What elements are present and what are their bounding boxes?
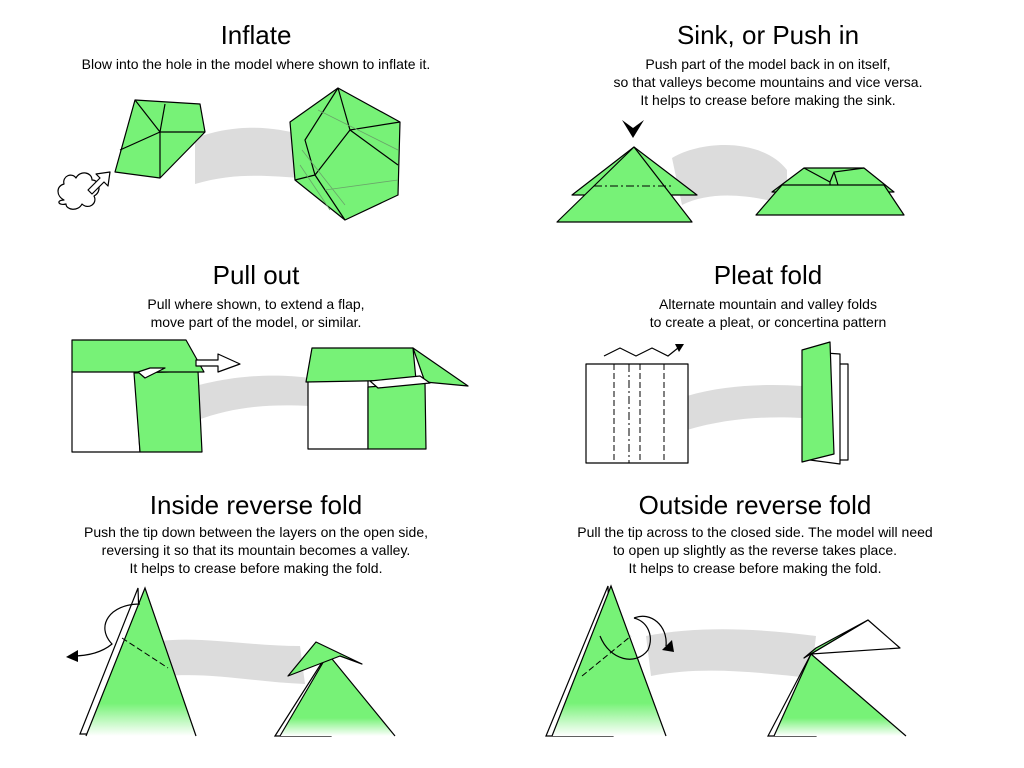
push-arrowhead-icon xyxy=(622,120,644,138)
after-fold-model xyxy=(273,641,396,737)
panel-sink: Sink, or Push in Push part of the model … xyxy=(512,0,1024,256)
before-fold-model xyxy=(79,586,197,737)
pleat-fold-illustration xyxy=(585,341,849,465)
after-sink-model xyxy=(755,167,905,216)
panel-title: Sink, or Push in xyxy=(676,20,860,50)
description-line: Push the tip down between the layers on … xyxy=(83,524,428,540)
description-line: It helps to crease before making the fol… xyxy=(129,560,383,576)
description-line: Pull where shown, to extend a flap, xyxy=(147,296,365,312)
inflated-model xyxy=(289,87,401,221)
description-line: It helps to crease before making the sin… xyxy=(640,92,896,108)
transition-band xyxy=(646,629,816,678)
before-sink-model xyxy=(556,146,698,223)
description-line: Push part of the model back in on itself… xyxy=(645,56,891,72)
transition-band xyxy=(195,127,300,184)
outside-reverse-fold-illustration xyxy=(545,584,907,737)
blow-arrow-icon xyxy=(87,171,111,195)
before-pull-model xyxy=(71,339,205,453)
description-line: Pull the tip across to the closed side. … xyxy=(577,524,933,540)
panel-inflate: Inflate Blow into the hole in the model … xyxy=(0,0,512,256)
transition-band xyxy=(672,145,787,205)
description-line: so that valleys become mountains and vic… xyxy=(613,74,923,90)
panel-title: Pull out xyxy=(212,260,300,290)
pleated-paper xyxy=(801,341,849,465)
description-line: It helps to crease before making the fol… xyxy=(628,560,882,576)
sink-illustration xyxy=(556,120,905,223)
description-line: Blow into the hole in the model where sh… xyxy=(81,56,431,72)
inside-reverse-fold-illustration xyxy=(66,586,396,737)
panel-title: Inflate xyxy=(220,20,292,50)
panel-description: Pull where shown, to extend a flap, move… xyxy=(0,295,512,331)
curved-arrow-icon xyxy=(66,603,141,662)
flat-model xyxy=(114,99,206,179)
curved-arrow-icon xyxy=(599,615,674,660)
pull-out-illustration xyxy=(71,339,469,453)
panel-title: Pleat fold xyxy=(713,260,823,290)
transition-band xyxy=(687,385,802,430)
panel-outside-reverse-fold: Outside reverse fold Pull the tip across… xyxy=(486,486,1024,768)
before-fold-model xyxy=(545,584,667,737)
transition-band xyxy=(195,375,310,421)
after-fold-model xyxy=(767,619,907,737)
panel-description: Push part of the model back in on itself… xyxy=(512,55,1024,109)
description-line: move part of the model, or similar. xyxy=(150,314,362,330)
panel-pull-out: Pull out Pull where shown, to extend a f… xyxy=(0,256,512,496)
inflate-illustration xyxy=(57,87,401,221)
panel-description: Push the tip down between the layers on … xyxy=(0,523,512,577)
description-line: reversing it so that its mountain become… xyxy=(101,542,411,558)
unfolded-paper xyxy=(585,363,689,464)
description-line: to create a pleat, or concertina pattern xyxy=(649,314,887,330)
pull-arrow-icon xyxy=(195,353,241,373)
panel-inside-reverse-fold: Inside reverse fold Push the tip down be… xyxy=(0,486,512,768)
panel-title: Outside reverse fold xyxy=(638,490,872,520)
transition-band xyxy=(160,639,305,684)
panel-description: Blow into the hole in the model where sh… xyxy=(0,55,512,73)
panel-pleat-fold: Pleat fold Alternate mountain and valley… xyxy=(512,256,1024,496)
description-line: to open up slightly as the reverse takes… xyxy=(612,542,898,558)
panel-description: Alternate mountain and valley folds to c… xyxy=(512,295,1024,331)
description-line: Alternate mountain and valley folds xyxy=(659,296,877,312)
zigzag-arrow-icon xyxy=(603,344,684,357)
panel-description: Pull the tip across to the closed side. … xyxy=(486,523,1024,577)
after-pull-model xyxy=(305,347,469,450)
panel-title: Inside reverse fold xyxy=(149,490,363,520)
